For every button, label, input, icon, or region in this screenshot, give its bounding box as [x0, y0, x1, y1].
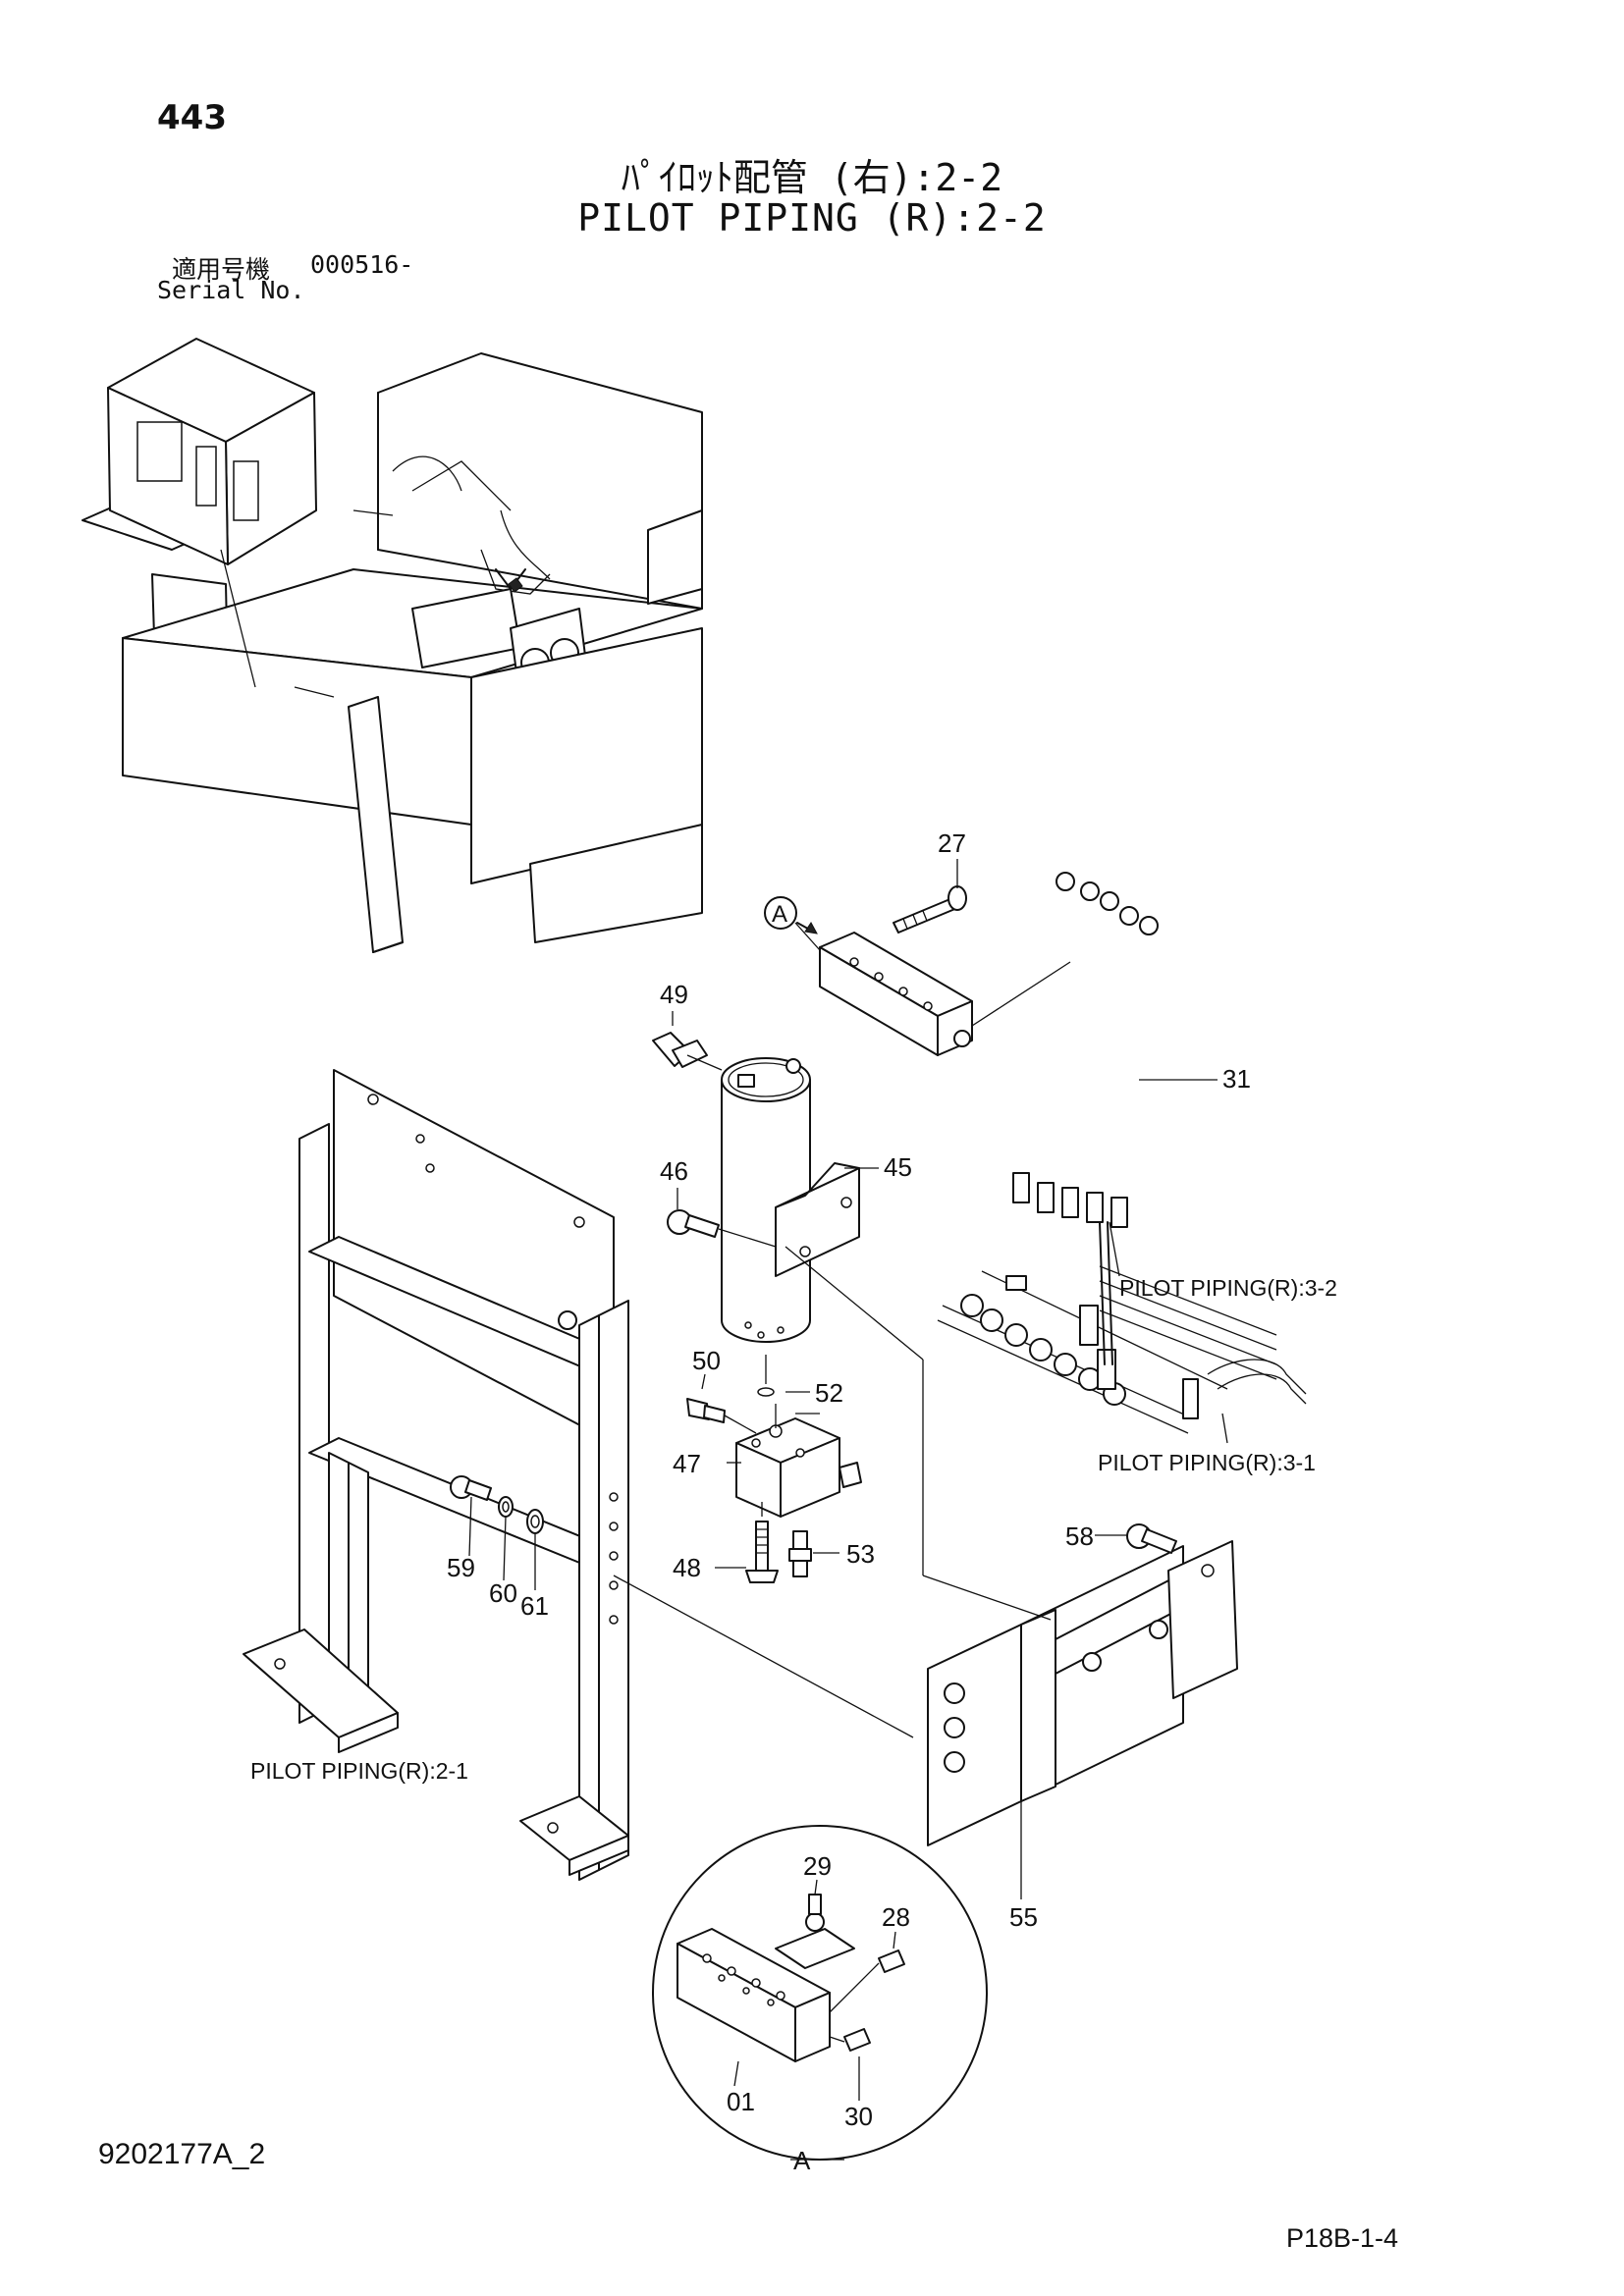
callout-59: 59	[447, 1553, 475, 1582]
reference-pilot-piping-3-1: PILOT PIPING(R):3-1	[1098, 1450, 1316, 1475]
serial-number-value: 000516-	[310, 250, 414, 279]
page-title-english: PILOT PIPING (R):2-2	[577, 196, 1047, 240]
callout-48: 48	[673, 1553, 701, 1582]
callout-31: 31	[1222, 1064, 1251, 1094]
leader-lines	[468, 859, 1228, 2161]
callout-58: 58	[1065, 1522, 1094, 1551]
callout-61: 61	[520, 1591, 549, 1621]
detail-a-view	[652, 1825, 988, 2161]
part-53-fitting	[788, 1530, 812, 1577]
part-58-bolt	[1126, 1523, 1177, 1554]
callout-55: 55	[1009, 1902, 1038, 1932]
document-id: 9202177A_2	[98, 2138, 266, 2170]
reference-pilot-piping-3-2: PILOT PIPING(R):3-2	[1119, 1275, 1337, 1301]
view-a-marker: A A	[764, 896, 818, 2175]
serial-label-english: Serial No.	[157, 276, 305, 304]
page-number: 443	[157, 98, 227, 137]
valve-bank-reference	[937, 1221, 1307, 1434]
reference-labels: PILOT PIPING(R):3-2 PILOT PIPING(R):3-1 …	[250, 1275, 1337, 1784]
page-code: P18B-1-4	[1286, 2223, 1399, 2253]
machine-overview-illustration	[81, 338, 703, 953]
part-31-hoses	[1012, 872, 1159, 1228]
part-55-bracket	[927, 1540, 1238, 1899]
manifold-block	[819, 932, 973, 1056]
callout-29: 29	[803, 1851, 832, 1881]
stand-frame	[243, 1069, 629, 1881]
pilot-filter-assembly	[721, 1057, 860, 1397]
callout-46: 46	[660, 1156, 688, 1186]
callout-60: 60	[489, 1578, 517, 1608]
serial-label-japanese: 適用号機	[172, 255, 271, 284]
callout-01: 01	[727, 2087, 755, 2116]
callout-49: 49	[660, 980, 688, 1009]
callout-50: 50	[692, 1346, 721, 1375]
part-50-fitting	[686, 1398, 757, 1434]
part-46-bolt	[667, 1209, 777, 1248]
part-49-elbow	[652, 1032, 723, 1071]
detail-a-letter: A	[793, 2146, 811, 2175]
page-title-japanese: ﾊﾟｲﾛｯﾄ配管 (右):2-2	[621, 156, 1003, 199]
view-a-letter: A	[772, 901, 787, 928]
part-48-bolt	[745, 1502, 779, 1583]
reference-pilot-piping-2-1: PILOT PIPING(R):2-1	[250, 1758, 468, 1784]
parts-59-60-61-fasteners	[450, 1475, 544, 1534]
callout-47: 47	[673, 1449, 701, 1478]
callout-53: 53	[846, 1539, 875, 1569]
callout-30: 30	[844, 2102, 873, 2131]
callout-27: 27	[938, 828, 966, 858]
callout-labels: 27 31 49 45 46 50 52 47 48 53 58 59 60 6…	[447, 828, 1251, 2131]
callout-52: 52	[815, 1378, 843, 1408]
part-27-bolt	[893, 885, 967, 934]
callout-28: 28	[882, 1902, 910, 1932]
callout-45: 45	[884, 1152, 912, 1182]
part-47-block	[735, 1404, 862, 1518]
